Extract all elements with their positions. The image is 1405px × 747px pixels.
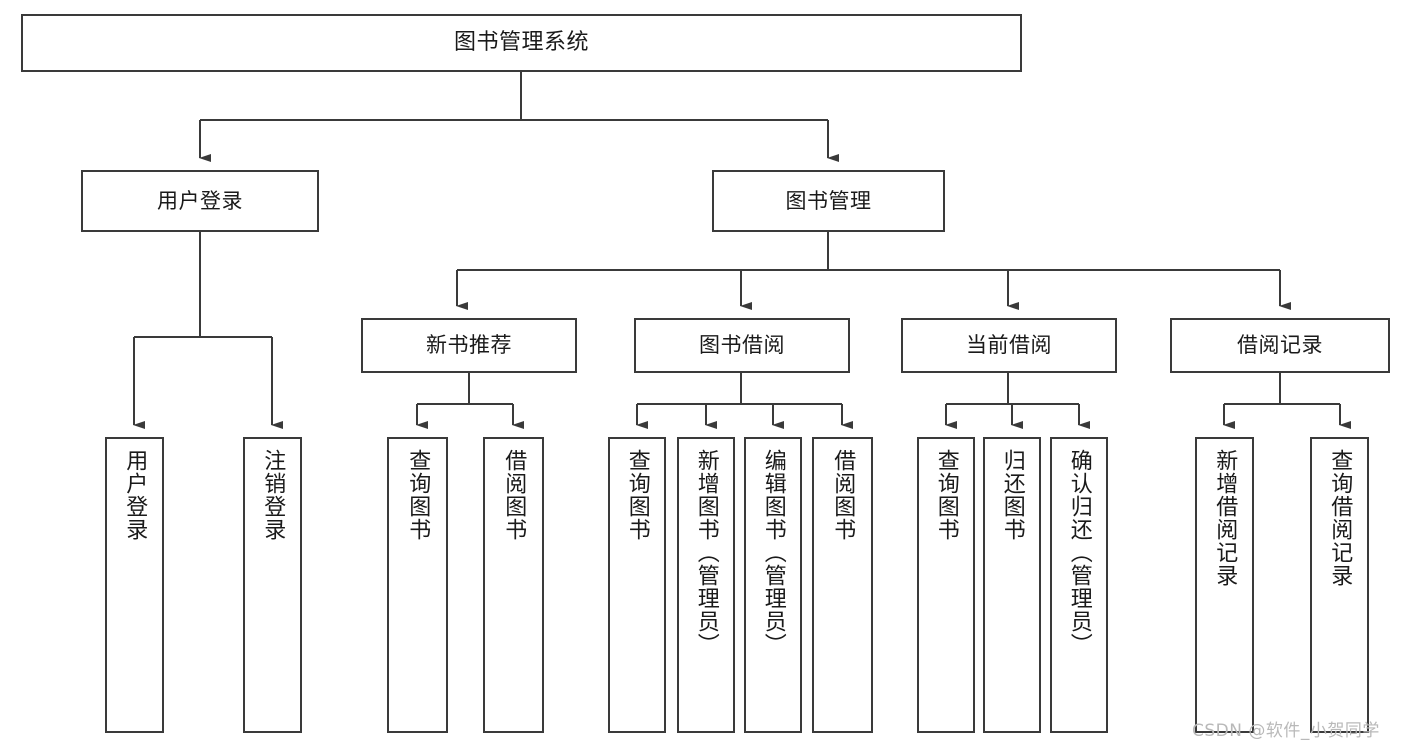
node-borrow-record[interactable]: 借阅记录 bbox=[1170, 318, 1390, 373]
node-book-manage[interactable]: 图书管理 bbox=[712, 170, 945, 232]
node-leaf-add-book[interactable]: 新增图书（管理员） bbox=[677, 437, 735, 733]
node-label: 注销登录 bbox=[260, 449, 286, 541]
node-label: 新书推荐 bbox=[426, 333, 512, 358]
node-leaf-borrow-book-2[interactable]: 借阅图书 bbox=[812, 437, 873, 733]
node-label: 当前借阅 bbox=[966, 333, 1052, 358]
node-label: 新增图书（管理员） bbox=[693, 449, 719, 656]
node-new-book-rec[interactable]: 新书推荐 bbox=[361, 318, 577, 373]
node-label: 查询图书 bbox=[405, 449, 431, 541]
node-label: 图书借阅 bbox=[699, 333, 785, 358]
node-root[interactable]: 图书管理系统 bbox=[21, 14, 1022, 72]
node-leaf-add-record[interactable]: 新增借阅记录 bbox=[1195, 437, 1254, 733]
node-label: 借阅图书 bbox=[830, 449, 856, 541]
node-label: 编辑图书（管理员） bbox=[760, 449, 786, 656]
node-label: 查询图书 bbox=[933, 449, 959, 541]
node-leaf-query-book-3[interactable]: 查询图书 bbox=[917, 437, 975, 733]
node-label: 查询图书 bbox=[624, 449, 650, 541]
node-leaf-return-book[interactable]: 归还图书 bbox=[983, 437, 1041, 733]
node-label: 图书管理系统 bbox=[453, 30, 589, 56]
node-leaf-user-login[interactable]: 用户登录 bbox=[105, 437, 164, 733]
node-leaf-query-record[interactable]: 查询借阅记录 bbox=[1310, 437, 1369, 733]
node-user-login[interactable]: 用户登录 bbox=[81, 170, 319, 232]
node-label: 归还图书 bbox=[999, 449, 1025, 541]
node-label: 查询借阅记录 bbox=[1327, 449, 1353, 587]
node-leaf-edit-book[interactable]: 编辑图书（管理员） bbox=[744, 437, 802, 733]
node-label: 借阅图书 bbox=[501, 449, 527, 541]
node-label: 用户登录 bbox=[157, 188, 243, 213]
node-leaf-query-book-2[interactable]: 查询图书 bbox=[608, 437, 666, 733]
watermark-text: CSDN @软件_小贺同学 bbox=[1192, 721, 1380, 741]
node-leaf-borrow-book-1[interactable]: 借阅图书 bbox=[483, 437, 544, 733]
node-label: 借阅记录 bbox=[1237, 333, 1323, 358]
node-current-borrow[interactable]: 当前借阅 bbox=[901, 318, 1117, 373]
node-label: 用户登录 bbox=[122, 449, 148, 541]
node-label: 确认归还（管理员） bbox=[1066, 449, 1092, 656]
node-leaf-query-book-1[interactable]: 查询图书 bbox=[387, 437, 448, 733]
node-leaf-confirm-return[interactable]: 确认归还（管理员） bbox=[1050, 437, 1108, 733]
node-label: 新增借阅记录 bbox=[1212, 449, 1238, 587]
node-leaf-user-logout[interactable]: 注销登录 bbox=[243, 437, 302, 733]
node-book-borrow[interactable]: 图书借阅 bbox=[634, 318, 850, 373]
node-label: 图书管理 bbox=[785, 188, 872, 213]
